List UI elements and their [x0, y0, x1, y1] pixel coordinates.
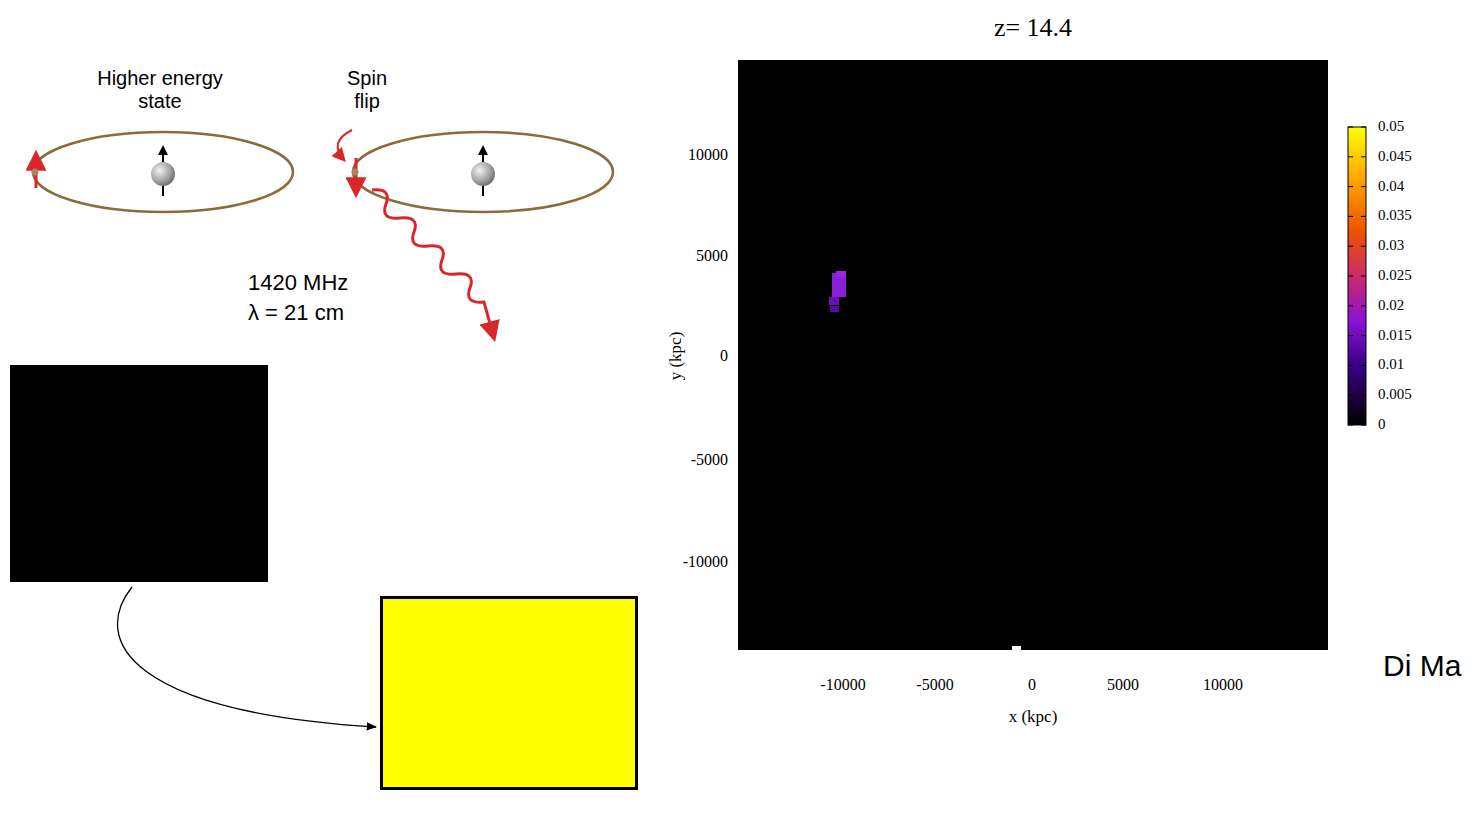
tick-value: -5000 — [691, 451, 728, 469]
attribution: Di Ma — [1383, 649, 1461, 684]
tick-value: -10000 — [820, 676, 865, 694]
colorbar-value: 0.015 — [1378, 327, 1412, 344]
tick-value: 5000 — [696, 247, 728, 265]
colorbar-value: 0.02 — [1378, 297, 1404, 314]
colorbar-value: 0.03 — [1378, 238, 1404, 255]
colorbar-value: 0.05 — [1378, 118, 1404, 135]
tick-value: 5000 — [1107, 676, 1139, 694]
black-square — [10, 365, 268, 582]
axis-title: x (kpc) — [1009, 707, 1058, 727]
state-label: Higher energy state — [80, 67, 240, 113]
colorbar-value: 0.04 — [1378, 178, 1404, 195]
frequency-label: 1420 MHz — [248, 270, 348, 295]
tick-value: 10000 — [688, 146, 728, 164]
tick-value: -5000 — [916, 676, 953, 694]
colorbar — [1348, 127, 1366, 425]
colorbar-value: 0.025 — [1378, 267, 1412, 284]
hydrogen-atom — [338, 130, 613, 338]
simulation-map — [738, 60, 1328, 650]
plot-title: z= 14.4 — [994, 13, 1072, 43]
colorbar-value: 0.035 — [1378, 208, 1412, 225]
colorbar-value: 0.005 — [1378, 387, 1412, 404]
tick-value: 10000 — [1203, 676, 1243, 694]
colorbar-value: 0.045 — [1378, 148, 1412, 165]
transition-label: Spin flip — [332, 67, 402, 113]
tick-value: -10000 — [683, 553, 728, 571]
wavelength-label: λ = 21 cm — [248, 300, 344, 325]
transition-arrow — [118, 587, 376, 727]
tick-value: 0 — [720, 347, 728, 365]
hydrogen-atom — [32, 132, 294, 212]
colorbar-value: 0.01 — [1378, 357, 1404, 374]
yellow-square — [382, 598, 637, 789]
colorbar-value: 0 — [1378, 416, 1386, 433]
axis-title: y (kpc) — [666, 332, 686, 381]
tick-value: 0 — [1028, 676, 1036, 694]
